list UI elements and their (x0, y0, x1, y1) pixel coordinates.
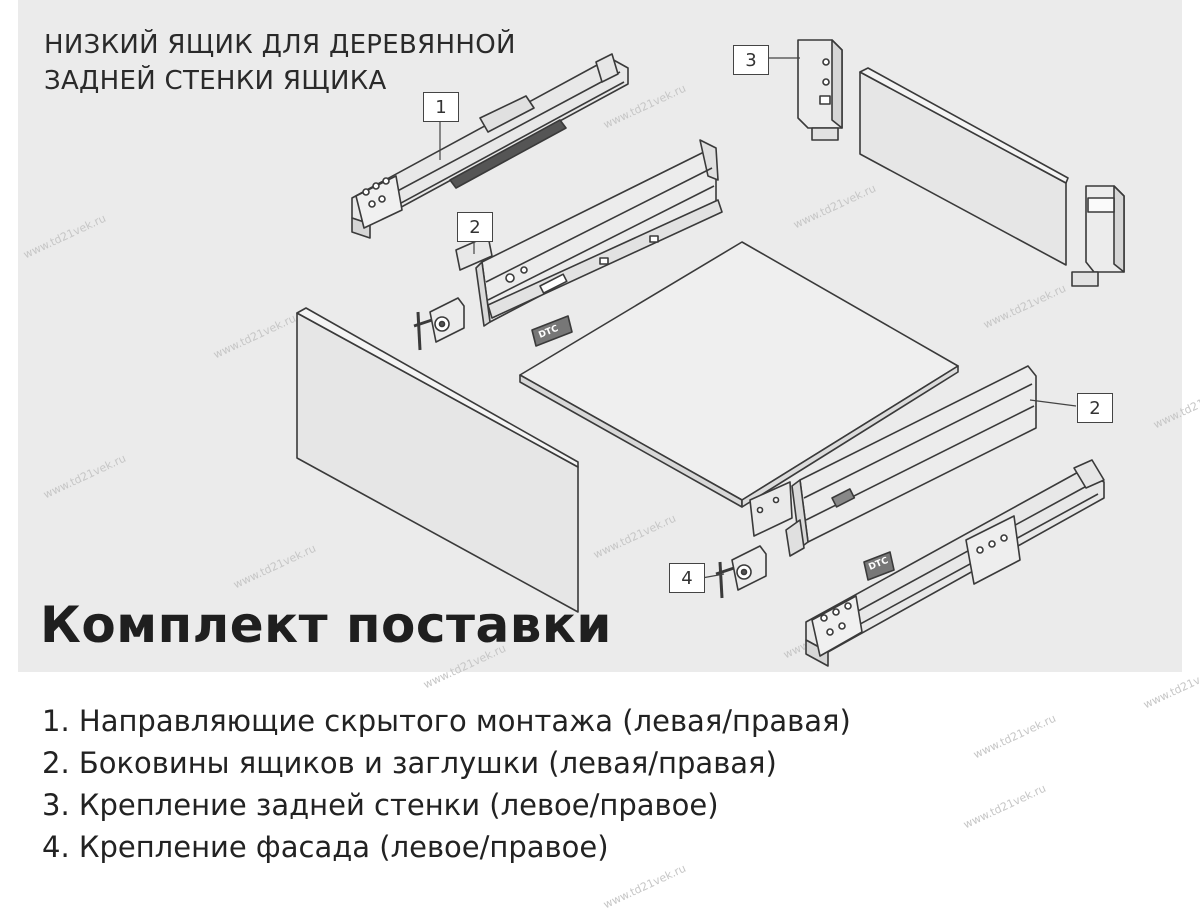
front-bracket-lower (715, 545, 767, 599)
back-bracket-right (1071, 185, 1125, 287)
parts-list: 1. Направляющие скрытого монтажа (левая/… (42, 700, 851, 868)
callout-3-back-bracket: 3 (733, 45, 769, 75)
front-panel (296, 307, 579, 613)
runner-rail-bottom (805, 459, 1105, 667)
bottom-panel (519, 241, 959, 508)
end-cap-front (749, 481, 793, 537)
dtc-cap-bottom (863, 551, 895, 581)
list-item: 2. Боковины ящиков и заглушки (левая/пра… (42, 746, 777, 780)
dtc-cap-top (531, 315, 573, 347)
callout-2-side: 2 (1077, 393, 1113, 423)
runner-rail-top (351, 53, 629, 239)
back-panel (859, 67, 1069, 266)
list-item: 3. Крепление задней стенки (левое/правое… (42, 788, 719, 822)
back-bracket-left (797, 39, 843, 141)
front-bracket-upper (413, 297, 465, 351)
callout-1-rail: 1 (423, 92, 459, 122)
list-item: 1. Направляющие скрытого монтажа (левая/… (42, 704, 851, 738)
list-item: 4. Крепление фасада (левое/правое) (42, 830, 609, 864)
callout-4-front-bracket: 4 (669, 563, 705, 593)
page-title: Комплект поставки (40, 596, 612, 654)
side-panel-front (785, 365, 1037, 557)
side-panel-back (475, 139, 723, 327)
callout-2-cap: 2 (457, 212, 493, 242)
header-line-2: ЗАДНЕЙ СТЕНКИ ЯЩИКА (44, 66, 387, 96)
header-line-1: НИЗКИЙ ЯЩИК ДЛЯ ДЕРЕВЯННОЙ (44, 30, 516, 60)
